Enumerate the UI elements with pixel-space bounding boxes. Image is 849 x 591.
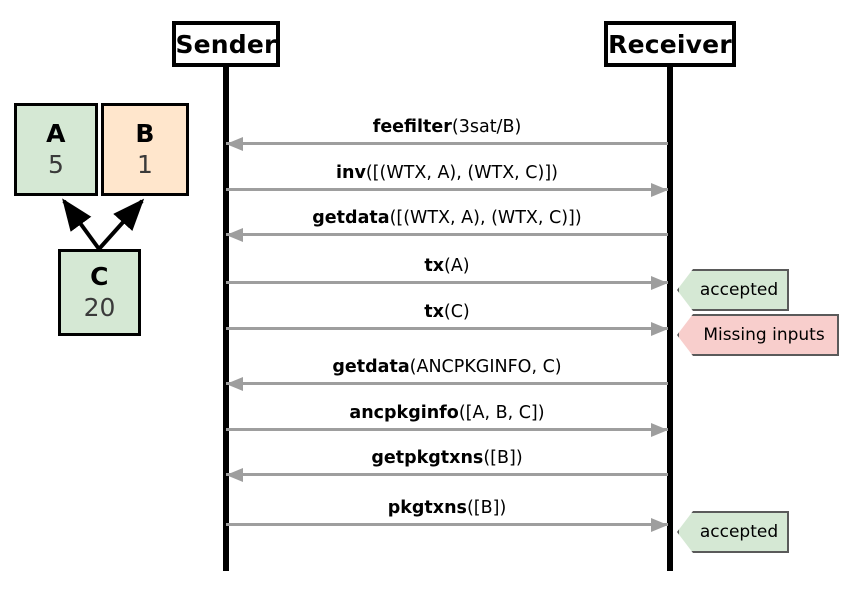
message-pkgtxns-command: pkgtxns	[387, 498, 467, 518]
message-tx-a-command: tx	[424, 256, 444, 276]
message-tx-c-line	[226, 327, 668, 330]
message-feefilter-args: (3sat/B)	[451, 117, 522, 137]
message-tx-a-line	[226, 281, 668, 284]
tx-node-b-label: B	[135, 118, 155, 148]
message-getdata-ancpkginfo-label: getdata(ANCPKGINFO, C)	[226, 357, 668, 377]
tx-node-c: C 20	[58, 249, 141, 336]
status-badge-tx-c-text: Missing inputs	[703, 325, 825, 345]
tx-node-b-value: 1	[137, 149, 153, 179]
message-tx-c-command: tx	[424, 302, 444, 322]
message-feefilter-command: feefilter	[372, 117, 452, 137]
message-getpkgtxns: getpkgtxns([B])	[226, 436, 668, 482]
status-badge-tx-a: accepted	[677, 269, 789, 311]
message-tx-a-args: (A)	[444, 256, 470, 276]
message-pkgtxns-args: ([B])	[466, 498, 507, 518]
status-badge-tx-a-text: accepted	[699, 280, 779, 300]
status-badge-pkgtxns: accepted	[677, 511, 789, 553]
message-getdata-ancpkginfo-command: getdata	[332, 357, 410, 377]
arrowhead-left-icon	[226, 468, 243, 482]
message-getdata-wtx-line	[226, 233, 668, 236]
message-getpkgtxns-line	[226, 473, 668, 476]
message-ancpkginfo-label: ancpkginfo([A, B, C])	[226, 403, 668, 423]
actor-receiver: Receiver	[604, 21, 736, 67]
message-ancpkginfo-args: ([A, B, C])	[458, 403, 545, 423]
arrowhead-right-icon	[651, 322, 668, 336]
message-getdata-wtx-label: getdata([(WTX, A), (WTX, C)])	[226, 208, 668, 228]
message-tx-a: tx(A)	[226, 244, 668, 290]
message-feefilter-line	[226, 142, 668, 145]
transaction-graph: A 5 B 1 C 20	[0, 0, 250, 360]
status-badge-tx-c: Missing inputs	[677, 314, 839, 356]
message-feefilter-label: feefilter(3sat/B)	[226, 117, 668, 137]
message-inv-command: inv	[335, 163, 366, 183]
arrowhead-right-icon	[651, 518, 668, 532]
message-getdata-wtx-args: ([(WTX, A), (WTX, C)])	[389, 208, 582, 228]
status-badge-pkgtxns-text: accepted	[699, 522, 779, 542]
message-tx-c: tx(C)	[226, 290, 668, 336]
arrowhead-left-icon	[226, 228, 243, 242]
message-getdata-wtx: getdata([(WTX, A), (WTX, C)])	[226, 196, 668, 242]
tx-node-b: B 1	[101, 103, 189, 196]
lifeline-sender	[223, 67, 229, 571]
message-getdata-wtx-command: getdata	[312, 208, 390, 228]
message-inv-args: ([(WTX, A), (WTX, C)])	[365, 163, 559, 183]
message-pkgtxns-line	[226, 523, 668, 526]
arrowhead-left-icon	[226, 137, 243, 151]
message-pkgtxns: pkgtxns([B])	[226, 486, 668, 532]
message-ancpkginfo: ancpkginfo([A, B, C])	[226, 391, 668, 437]
arrowhead-right-icon	[651, 423, 668, 437]
message-ancpkginfo-command: ancpkginfo	[349, 403, 459, 423]
tx-node-a: A 5	[14, 103, 98, 196]
tx-node-c-label: C	[90, 261, 109, 291]
message-feefilter: feefilter(3sat/B)	[226, 105, 668, 151]
tx-node-a-label: A	[46, 118, 66, 148]
arrowhead-right-icon	[651, 183, 668, 197]
lifeline-receiver	[667, 67, 673, 571]
message-inv: inv([(WTX, A), (WTX, C)])	[226, 151, 668, 197]
tx-node-c-value: 20	[83, 292, 116, 322]
arrowhead-right-icon	[651, 276, 668, 290]
message-getdata-ancpkginfo-args: (ANCPKGINFO, C)	[409, 357, 562, 377]
message-getpkgtxns-label: getpkgtxns([B])	[226, 448, 668, 468]
message-inv-line	[226, 188, 668, 191]
message-getpkgtxns-command: getpkgtxns	[371, 448, 484, 468]
message-tx-c-label: tx(C)	[226, 302, 668, 322]
message-ancpkginfo-line	[226, 428, 668, 431]
message-getpkgtxns-args: ([B])	[483, 448, 523, 468]
arrowhead-left-icon	[226, 377, 243, 391]
message-tx-a-label: tx(A)	[226, 256, 668, 276]
message-pkgtxns-label: pkgtxns([B])	[226, 498, 668, 518]
message-getdata-ancpkginfo: getdata(ANCPKGINFO, C)	[226, 345, 668, 391]
message-getdata-ancpkginfo-line	[226, 382, 668, 385]
message-tx-c-args: (C)	[443, 302, 470, 322]
message-inv-label: inv([(WTX, A), (WTX, C)])	[226, 163, 668, 183]
tx-node-a-value: 5	[48, 149, 64, 179]
actor-sender: Sender	[172, 21, 280, 67]
